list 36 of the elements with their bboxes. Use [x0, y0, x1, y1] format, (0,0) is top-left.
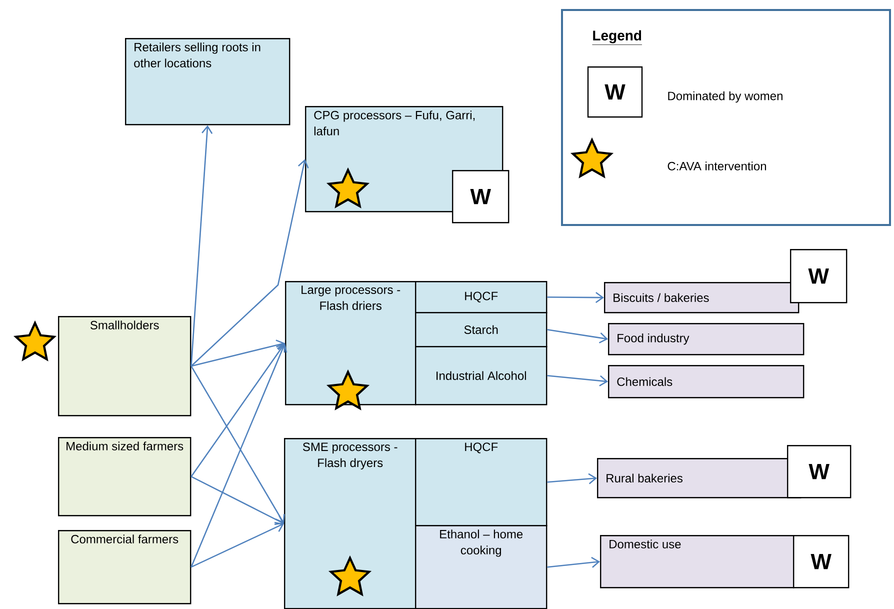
process-box: Ethanol – home cooking [415, 525, 548, 609]
process-box: Industrial Alcohol [415, 346, 548, 406]
process-box: HQCF [415, 281, 548, 314]
process-box: Domestic use [600, 535, 794, 588]
process-box: Food industry [608, 323, 804, 356]
arrow [190, 343, 286, 477]
process-box: Smallholders [58, 316, 192, 416]
process-box: Starch [415, 312, 548, 348]
arrow [547, 473, 597, 484]
arrow [190, 343, 288, 568]
process-box: Retailers selling roots in other locations [125, 38, 290, 126]
legend-text: Dominated by women [668, 91, 782, 103]
women-marker-box: W [452, 170, 510, 224]
arrow [547, 328, 608, 344]
arrow [547, 292, 604, 304]
women-marker-box: W [787, 445, 852, 498]
process-box: Large processors - Flash driers [285, 281, 416, 406]
arrow [190, 125, 213, 366]
process-box: Medium sized farmers [58, 436, 192, 516]
process-box: Chemicals [608, 365, 804, 398]
arrow [190, 366, 285, 524]
process-box: Commercial farmers [58, 530, 192, 604]
arrow [190, 159, 309, 367]
arrow [191, 340, 285, 367]
process-box: Biscuits / bakeries [604, 282, 800, 314]
arrow [547, 374, 608, 386]
women-marker-box: W [793, 535, 850, 588]
process-box: SME processors - Flash dryers [284, 438, 416, 609]
arrow [190, 522, 284, 568]
women-marker-box: W [790, 249, 848, 304]
process-box: HQCF [415, 438, 548, 526]
arrow [190, 476, 284, 526]
legend-title: Legend [592, 30, 642, 45]
arrow [547, 556, 600, 568]
process-box: Rural bakeries [597, 458, 802, 498]
legend-text: C:AVA intervention [668, 162, 766, 170]
